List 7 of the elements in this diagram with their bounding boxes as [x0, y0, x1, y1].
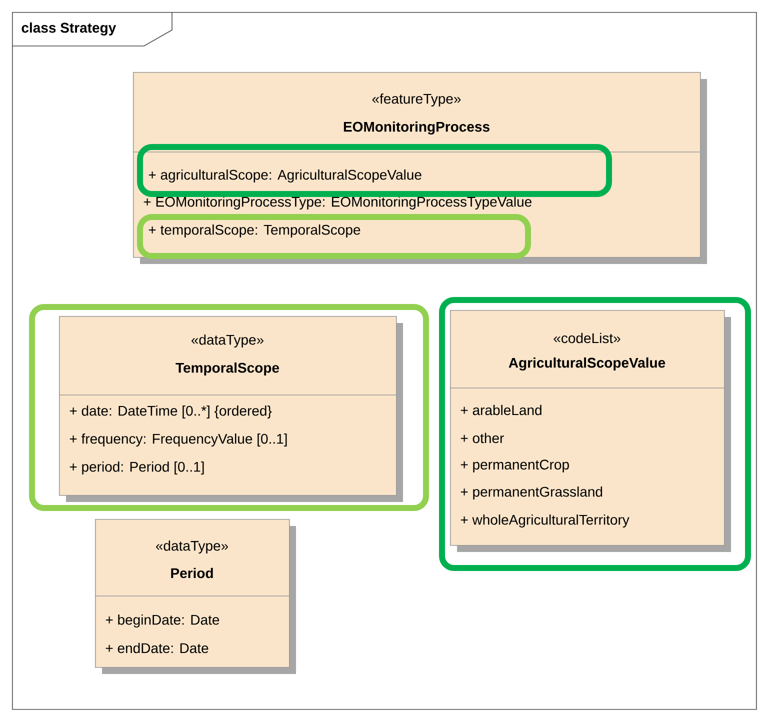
highlight-box: [439, 297, 752, 571]
highlight-box: + temporalScope: TemporalScope: [137, 214, 531, 259]
class-box: «dataType» TemporalScope + date: DateTime [0..*] {ordered} + frequency: FrequencyValue [0..1] + period: Period [0..1]: [58, 316, 403, 502]
highlight-box: [29, 304, 429, 511]
class-box: «codeList» AgriculturalScopeValue + arableLand + other + permanentCrop + permanentGrassland + wholeAgriculturalTerritory: [450, 310, 731, 552]
highlight-box: + agriculturalScope: AgriculturalScopeValue: [137, 144, 612, 197]
class-box: «dataType» Period + beginDate: Date + endDate: Date: [94, 519, 296, 674]
